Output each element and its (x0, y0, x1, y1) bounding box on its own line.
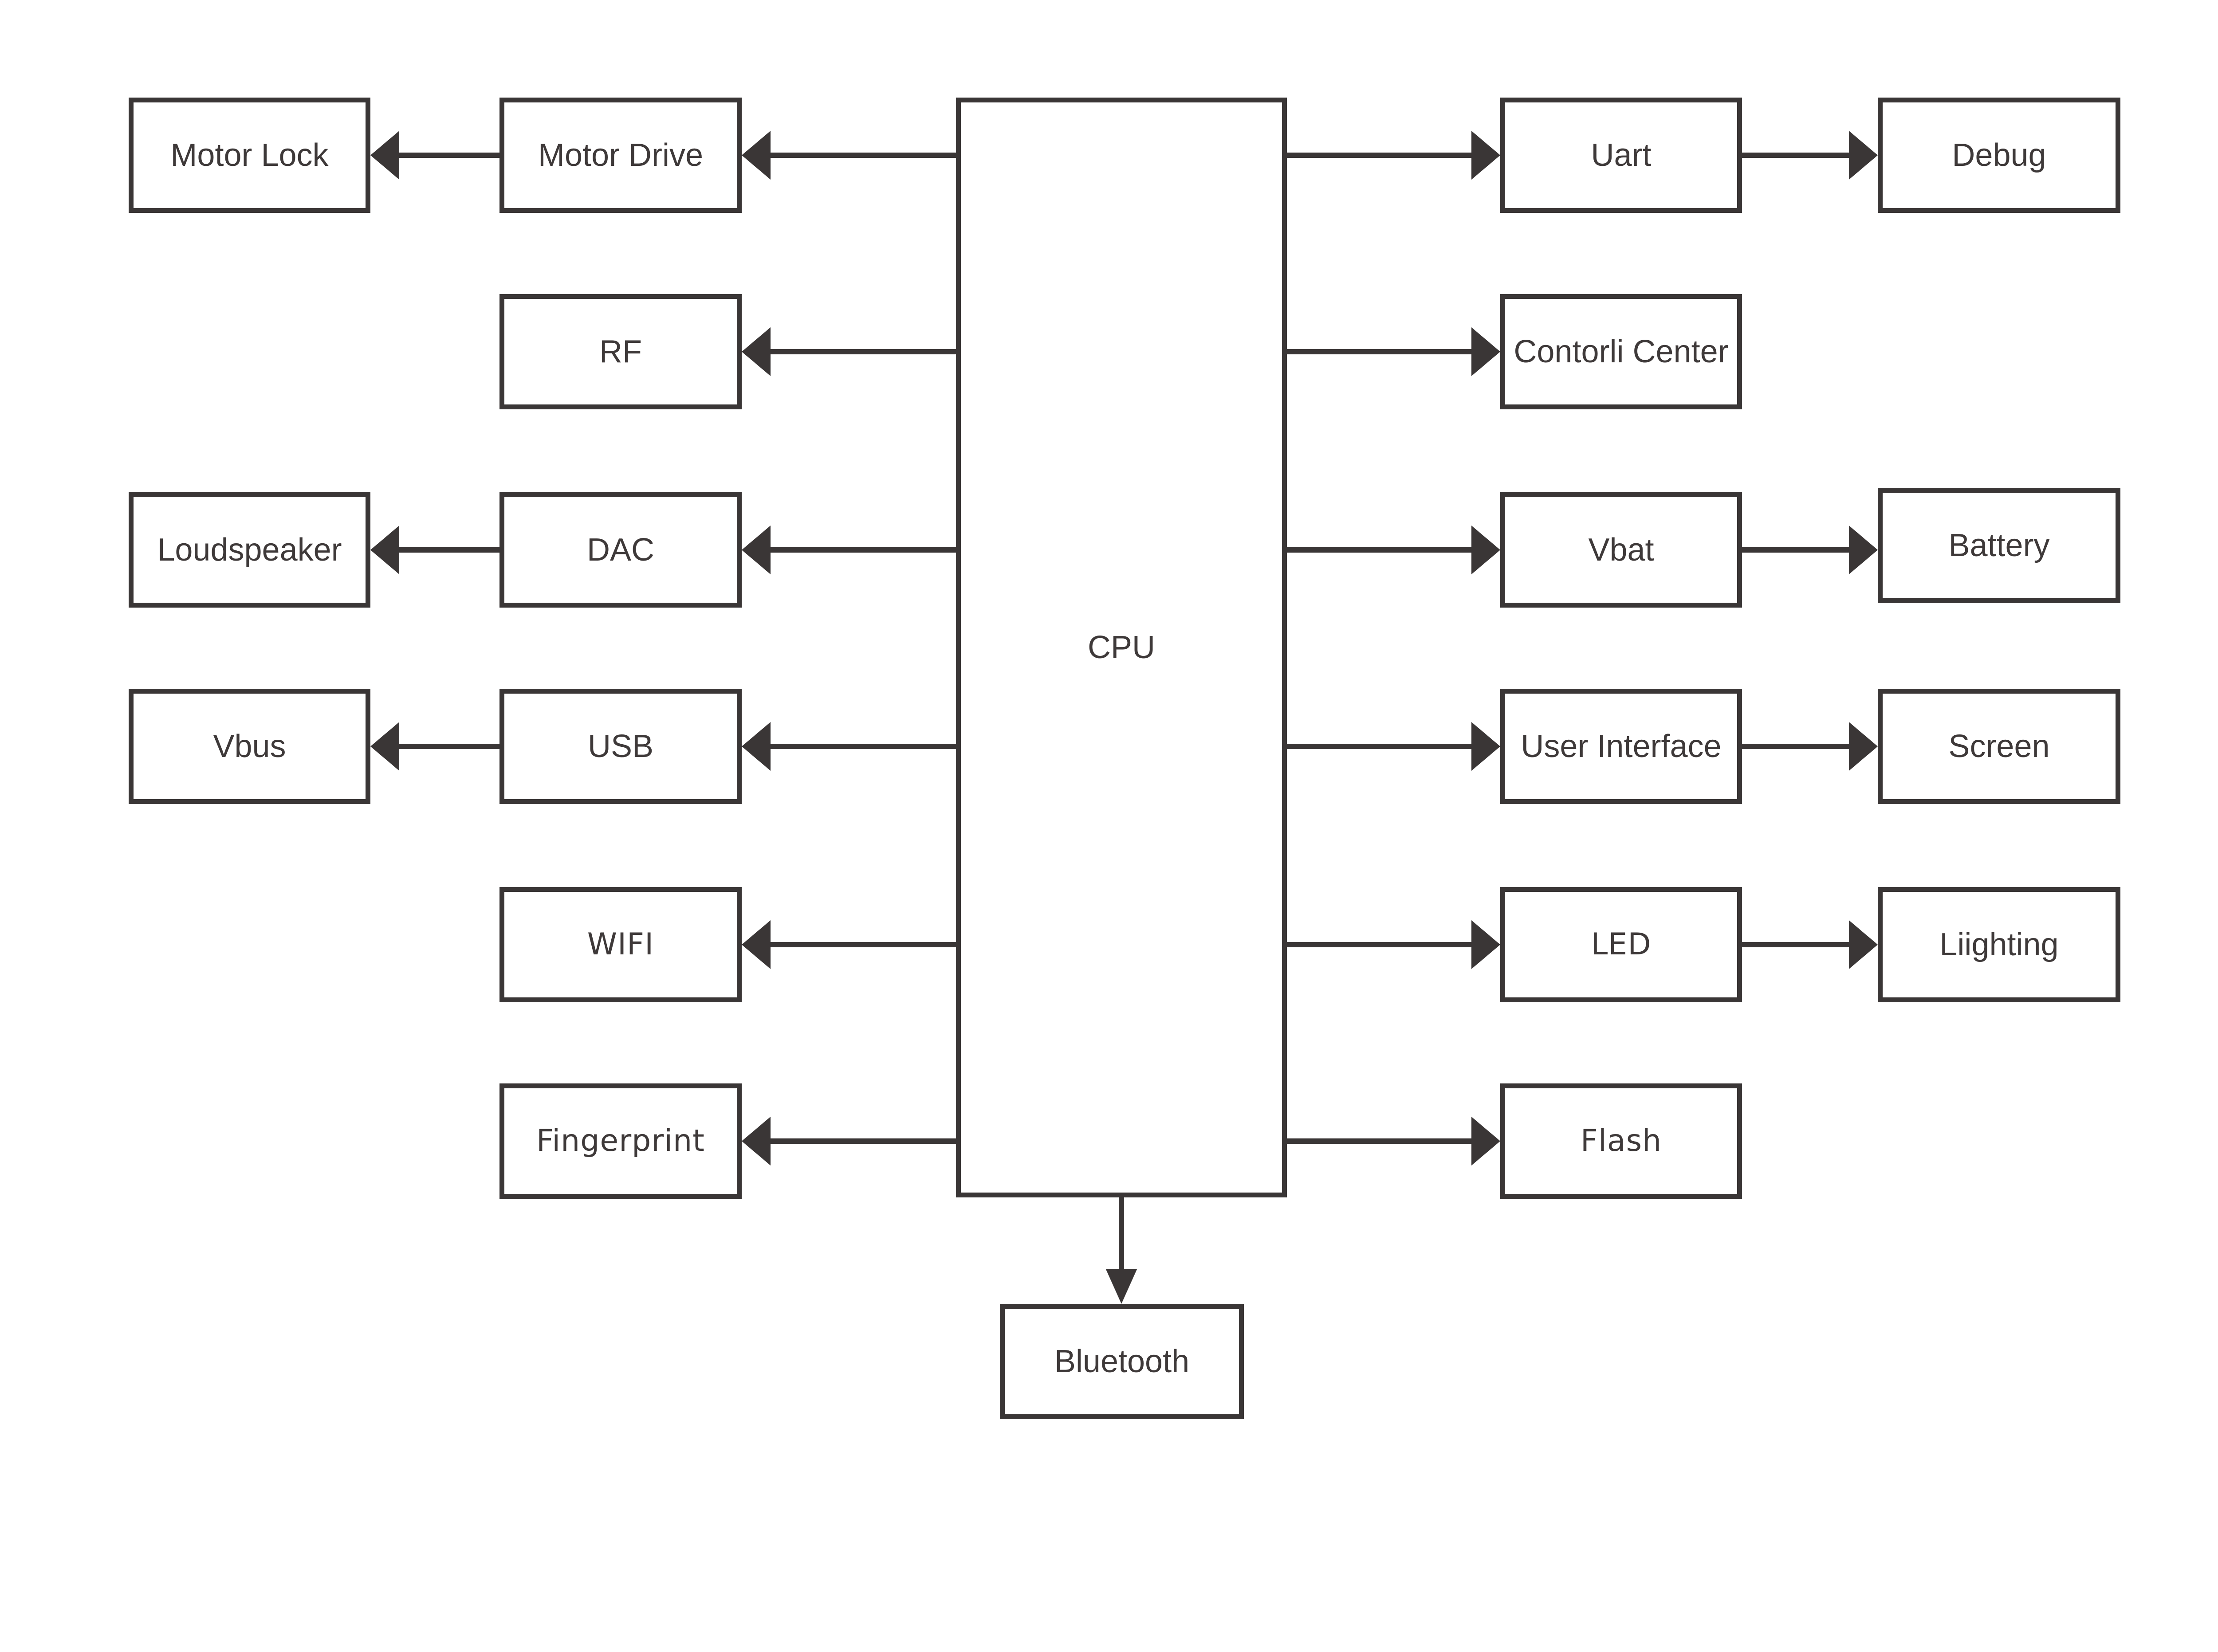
edge-dac-loudspeaker (370, 526, 499, 574)
node-battery: Battery (1878, 488, 2120, 603)
node-vbus: Vbus (129, 689, 370, 804)
node-bluetooth: Bluetooth (1000, 1304, 1244, 1419)
node-user-interface: User Interface (1500, 689, 1742, 804)
node-motor-drive: Motor Drive (499, 98, 742, 213)
edge-cpu-dac (742, 526, 956, 574)
node-motor-lock: Motor Lock (129, 98, 370, 213)
edge-cpu-vbat (1287, 526, 1500, 574)
node-dac: DAC (499, 492, 742, 608)
node-liighting: Liighting (1878, 887, 2120, 1002)
node-fingerprint: Fingerprint (499, 1083, 742, 1199)
edge-cpu-usb (742, 722, 956, 771)
edge-cpu-fingerprint (742, 1117, 956, 1165)
node-vbat: Vbat (1500, 492, 1742, 608)
edge-motor-drive-motor-lock (370, 131, 499, 180)
node-cpu: CPU (956, 98, 1287, 1197)
node-debug: Debug (1878, 98, 2120, 213)
edge-cpu-led (1287, 920, 1500, 969)
edge-cpu-rf (742, 327, 956, 376)
edge-cpu-wifi (742, 920, 956, 969)
node-loudspeaker: Loudspeaker (129, 492, 370, 608)
node-led: LED (1500, 887, 1742, 1002)
edge-uart-debug (1742, 131, 1878, 180)
edge-cpu-motor-drive (742, 131, 956, 180)
node-contorli-center: Contorli Center (1500, 294, 1742, 409)
edge-cpu-user-interface (1287, 722, 1500, 771)
edge-cpu-uart (1287, 131, 1500, 180)
edge-cpu-flash (1287, 1117, 1500, 1165)
edge-cpu-bluetooth (1106, 1197, 1137, 1304)
node-rf: RF (499, 294, 742, 409)
node-uart: Uart (1500, 98, 1742, 213)
node-flash: Flash (1500, 1083, 1742, 1199)
node-screen: Screen (1878, 689, 2120, 804)
edge-user-interface-screen (1742, 722, 1878, 771)
edge-led-liighting (1742, 920, 1878, 969)
node-usb: USB (499, 689, 742, 804)
node-wifi: WIFI (499, 887, 742, 1002)
edge-cpu-contorli-center (1287, 327, 1500, 376)
edge-usb-vbus (370, 722, 499, 771)
edge-vbat-battery (1742, 526, 1878, 574)
